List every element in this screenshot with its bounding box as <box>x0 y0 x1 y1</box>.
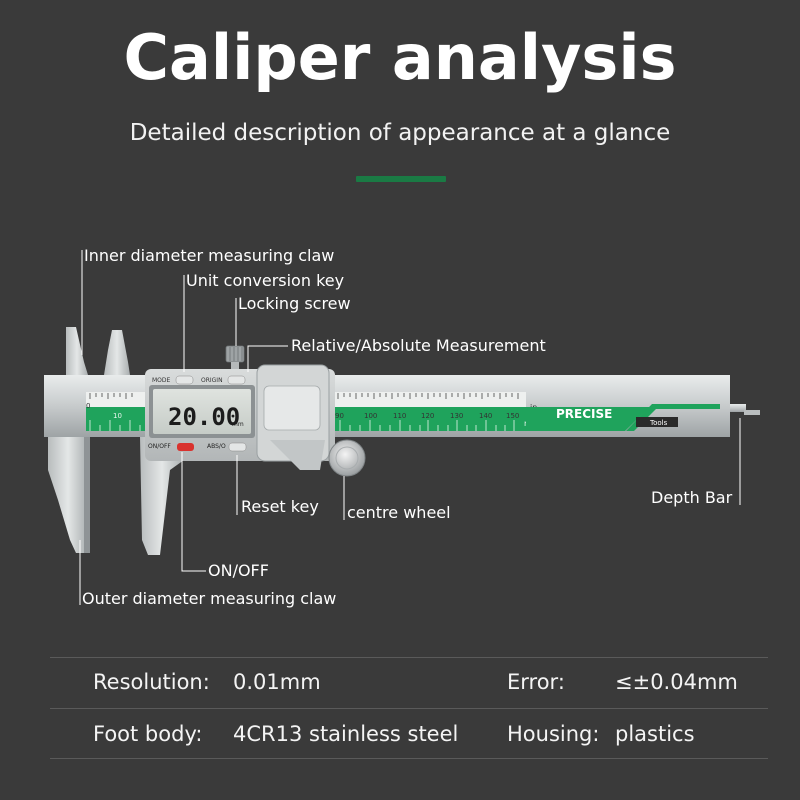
spec-error-key: Error: <box>507 670 565 694</box>
leader-onoff <box>181 452 206 572</box>
scale-mm-label-0: 0 <box>86 402 90 410</box>
fixed-jaw <box>48 437 88 553</box>
centre-wheel <box>328 439 366 477</box>
label-onoff: ON/OFF <box>208 561 269 580</box>
spec-resolution-key: Resolution: <box>93 670 210 694</box>
mode-key <box>175 375 194 385</box>
abs-key-label: ABS/O <box>207 443 226 450</box>
mode-key-label: MODE <box>152 377 171 384</box>
movable-jaw <box>140 437 184 555</box>
origin-key-label: ORIGIN <box>201 377 223 384</box>
spec-resolution-value: 0.01mm <box>233 670 321 694</box>
depth-bar <box>730 404 746 412</box>
spec-row-1 <box>50 657 768 709</box>
mm-ticks <box>89 420 515 431</box>
lcd-reading: 20.00 <box>168 403 240 431</box>
scale-mm-label-130: 130 <box>450 412 463 420</box>
inch-ticks <box>89 393 519 399</box>
lcd-unit: mm <box>232 421 244 428</box>
label-inner-claw: Inner diameter measuring claw <box>84 246 335 265</box>
label-unit-key: Unit conversion key <box>186 271 345 290</box>
tools-tag <box>636 417 678 427</box>
page-subtitle: Detailed description of appearance at a … <box>129 120 671 146</box>
label-relative-absolute: Relative/Absolute Measurement <box>291 336 546 355</box>
label-outer-claw: Outer diameter measuring claw <box>82 589 337 608</box>
spec-foot-body-value: 4CR13 stainless steel <box>233 722 459 746</box>
fixed-inner-claw <box>66 327 88 375</box>
origin-key <box>227 375 246 385</box>
scale-mm-label-10: 10 <box>113 412 122 420</box>
spec-error-value: ≤±0.04mm <box>615 670 738 694</box>
scale-mm-label-90: 90 <box>335 412 344 420</box>
accent-divider <box>356 176 446 182</box>
label-reset-key: Reset key <box>241 497 319 516</box>
spec-housing-value: plastics <box>615 722 695 746</box>
locking-screw <box>225 345 245 363</box>
abs-key <box>228 442 247 452</box>
label-centre-wheel: centre wheel <box>347 503 451 522</box>
onoff-key-label: ON/OFF <box>148 443 171 450</box>
spec-housing-key: Housing: <box>507 722 600 746</box>
onoff-key <box>177 443 194 451</box>
brand-swoosh <box>526 407 650 431</box>
spec-foot-body-key: Foot body: <box>93 722 203 746</box>
scale-mm-label-150: 150 <box>506 412 519 420</box>
spec-row-2 <box>50 708 768 759</box>
leader-relative-absolute <box>247 345 288 372</box>
label-locking-screw: Locking screw <box>238 294 351 313</box>
scale-mm-label-110: 110 <box>393 412 406 420</box>
movable-inner-claw <box>104 330 130 375</box>
scale-mm-label-120: 120 <box>421 412 434 420</box>
scale-mm-label-140: 140 <box>479 412 492 420</box>
page-title: Caliper analysis <box>123 21 677 94</box>
svg-text:Tools: Tools <box>649 419 668 427</box>
lcd-screen <box>153 389 251 434</box>
brand-logo: PRECISE <box>556 407 612 421</box>
scale-mm-label-100: 100 <box>364 412 377 420</box>
label-depth-bar: Depth Bar <box>651 488 733 507</box>
